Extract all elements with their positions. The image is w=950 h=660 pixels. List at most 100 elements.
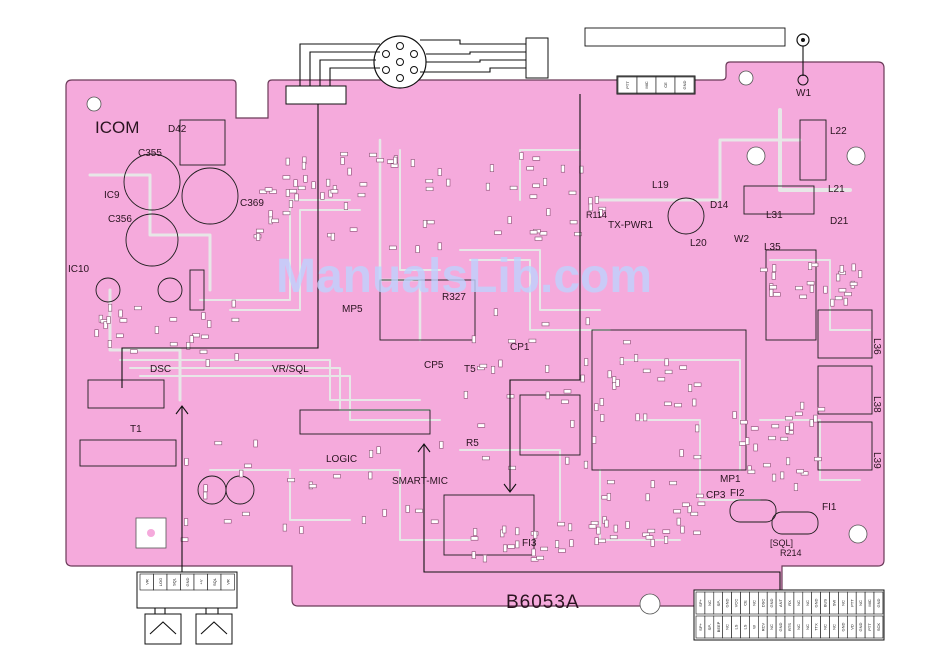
top-label-box <box>584 27 786 47</box>
smd-pad <box>192 333 200 338</box>
coil-l31-outline <box>743 185 815 215</box>
smd-pad <box>199 349 208 354</box>
smd-pad <box>619 357 624 366</box>
label-fi2: FI2 <box>730 488 745 499</box>
component-block-outline <box>189 269 205 311</box>
smd-pad <box>201 334 209 339</box>
smd-pad <box>288 200 294 208</box>
smd-pad <box>359 182 368 187</box>
smd-pad <box>489 164 495 172</box>
smd-pad <box>130 349 138 354</box>
smd-pad <box>588 203 593 212</box>
smd-pad <box>507 216 512 224</box>
smd-pad <box>255 228 264 233</box>
component-dsc-outline <box>87 379 165 409</box>
smd-pad <box>800 471 809 476</box>
connector-pin-label: NC <box>831 624 836 630</box>
smd-pad <box>633 354 639 362</box>
connector-pin-cell <box>220 573 235 591</box>
smd-pad <box>376 158 385 163</box>
connector-pin-label: LS <box>742 624 747 629</box>
smd-pad <box>809 284 814 293</box>
smd-pad <box>645 493 650 502</box>
smd-pad <box>494 230 502 235</box>
smd-pad <box>320 192 325 200</box>
smd-pad <box>330 189 339 194</box>
connector-pin-label: ANT <box>778 598 783 607</box>
label-logic: LOGIC <box>326 454 357 465</box>
connector-pin-label: BEEP <box>716 621 721 632</box>
label-l22: L22 <box>830 126 847 137</box>
connector-pin-label: SP+ <box>698 623 703 631</box>
connector-pin-label: W <box>751 625 756 629</box>
smd-pad <box>785 457 791 466</box>
chip-cp1-outline <box>519 394 581 456</box>
smd-pad <box>650 480 655 489</box>
smd-pad <box>244 463 252 468</box>
label-fi3: FI3 <box>522 538 537 549</box>
connector-pin-label: SP+ <box>698 599 703 607</box>
label-dsc: DSC <box>150 364 171 375</box>
smd-pad <box>388 245 397 250</box>
smd-pad <box>772 264 777 273</box>
smd-pad <box>242 511 250 517</box>
connector-pin-label: NC <box>796 624 801 630</box>
label-cp5: CP5 <box>424 360 444 371</box>
smd-pad <box>349 227 358 232</box>
smd-pad <box>588 197 593 205</box>
smd-pad <box>473 528 478 536</box>
coil-l36-outline <box>817 309 873 359</box>
smd-pad <box>780 436 789 442</box>
smd-pad <box>807 262 813 271</box>
smd-pad <box>695 493 704 498</box>
smd-pad <box>282 211 291 216</box>
smd-pad <box>368 471 373 480</box>
connector-pin-label: LS <box>734 624 739 629</box>
smd-pad <box>679 365 688 370</box>
smd-pad <box>268 210 273 218</box>
smd-pad <box>771 272 776 280</box>
smd-pad <box>184 457 189 466</box>
connector-pin-label: RTS <box>787 623 792 631</box>
smd-pad <box>814 456 822 462</box>
smd-pad <box>529 194 538 199</box>
smd-pad <box>769 288 774 297</box>
smd-pad <box>376 446 381 455</box>
smd-pad <box>799 294 808 299</box>
smd-pad <box>745 437 750 446</box>
connector-pin-label: NC <box>805 624 810 630</box>
smd-pad <box>679 449 684 457</box>
connector-pin-label: SQL <box>171 577 176 586</box>
smd-pad <box>830 298 835 307</box>
smd-pad <box>282 523 287 532</box>
smd-pad <box>536 555 545 561</box>
smd-pad <box>103 321 108 329</box>
smd-pad <box>493 308 498 317</box>
brand-logo: ICOM <box>95 118 139 137</box>
smd-pad <box>498 359 503 368</box>
smd-pad <box>515 527 520 536</box>
connector-pin-label: GND <box>769 598 774 607</box>
smd-pad <box>681 502 690 507</box>
smd-pad <box>223 519 232 524</box>
smd-pad <box>231 299 236 308</box>
smd-pad <box>558 548 566 553</box>
smd-pad <box>851 263 856 272</box>
board-part-number: B6053A <box>506 592 580 613</box>
smd-pad <box>539 231 548 236</box>
smd-pad <box>607 370 612 379</box>
smd-pad <box>405 505 410 513</box>
smd-pad <box>739 420 748 425</box>
mounting-hole-1 <box>86 96 102 112</box>
smd-pad <box>330 232 335 241</box>
smd-pad <box>503 544 508 553</box>
connector-pin-label: TTX <box>814 623 819 631</box>
smd-pad <box>303 175 308 183</box>
smd-pad <box>623 340 631 345</box>
connector-pin-label: RCV <box>760 622 765 631</box>
smd-pad <box>747 469 756 474</box>
smd-pad <box>234 353 239 361</box>
smd-pad <box>107 340 112 348</box>
